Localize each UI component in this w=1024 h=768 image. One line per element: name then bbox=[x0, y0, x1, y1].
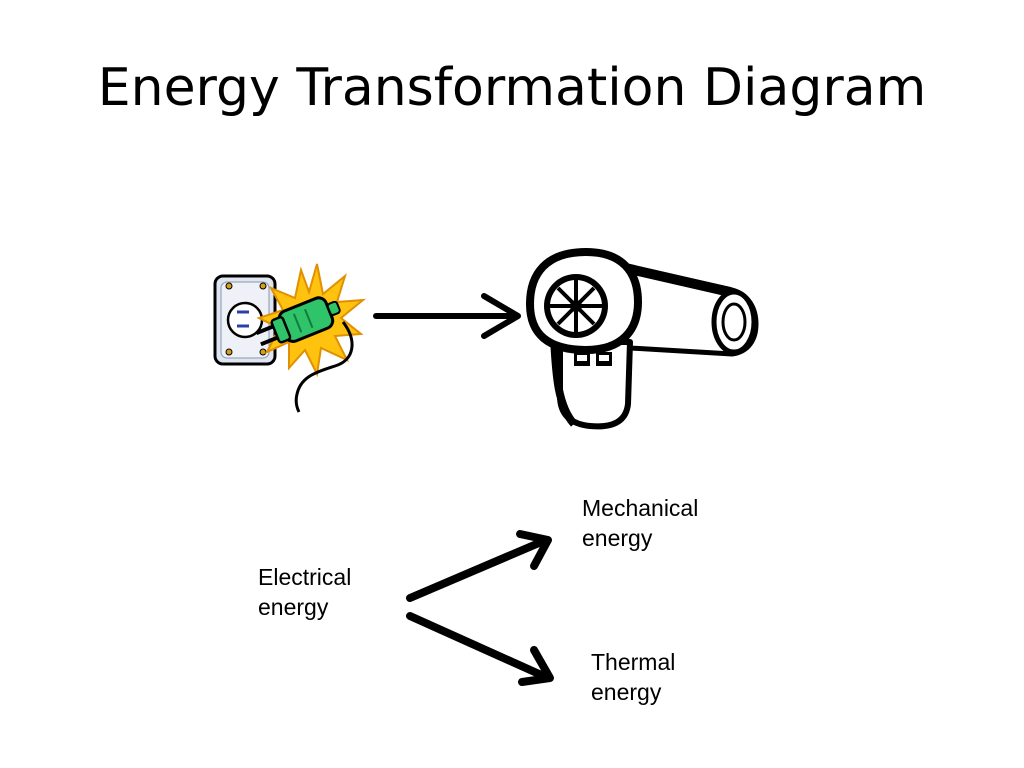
label-mechanical-energy: Mechanical energy bbox=[582, 493, 698, 553]
branch-arrows bbox=[406, 530, 554, 686]
arrow-to-mechanical bbox=[406, 530, 552, 602]
label-electrical-line1: Electrical bbox=[258, 564, 352, 590]
label-mechanical-line2: energy bbox=[582, 525, 653, 551]
hair-dryer-icon bbox=[525, 247, 759, 430]
arrow-to-thermal bbox=[406, 612, 554, 686]
label-mechanical-line1: Mechanical bbox=[582, 495, 699, 521]
transform-arrow bbox=[373, 293, 521, 339]
outlet-plug-icon bbox=[213, 263, 367, 413]
label-thermal-line1: Thermal bbox=[591, 649, 676, 675]
label-electrical-energy: Electrical energy bbox=[258, 562, 351, 622]
label-thermal-energy: Thermal energy bbox=[591, 647, 675, 707]
label-thermal-line2: energy bbox=[591, 679, 662, 705]
label-electrical-line2: energy bbox=[258, 594, 329, 620]
slide-title: Energy Transformation Diagram bbox=[97, 58, 927, 118]
